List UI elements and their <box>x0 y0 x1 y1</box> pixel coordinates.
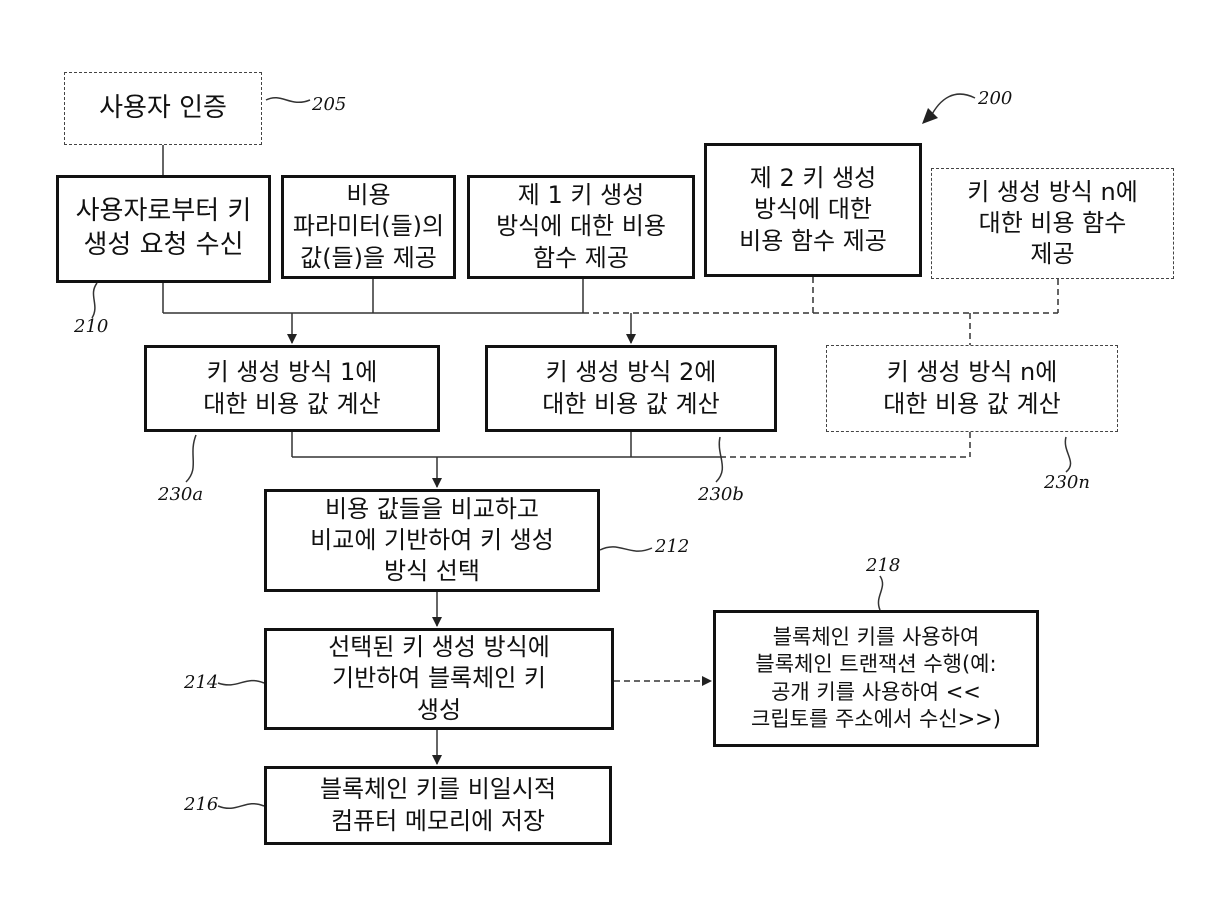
ref-230a-label: 230a <box>158 484 203 505</box>
store-key-box: 블록체인 키를 비일시적 컴퓨터 메모리에 저장 <box>264 766 612 845</box>
figure-number-label: 200 <box>978 88 1012 109</box>
perform-transaction-box: 블록체인 키를 사용하여 블록체인 트랜잭션 수행(예: 공개 키를 사용하여 … <box>713 610 1039 747</box>
ref-212-label: 212 <box>655 536 689 557</box>
ref-230b-label: 230b <box>698 484 744 505</box>
ref-216-label: 216 <box>184 794 218 815</box>
compare-select-method-box: 비용 값들을 비교하고 비교에 기반하여 키 생성 방식 선택 <box>264 489 600 592</box>
cost-function-2-box: 제 2 키 생성 방식에 대한 비용 함수 제공 <box>704 143 922 277</box>
cost-parameters-box: 비용 파라미터(들)의 값(들)을 제공 <box>281 175 456 279</box>
ref-210-label: 210 <box>74 316 108 337</box>
calc-cost-method-n-box: 키 생성 방식 n에 대한 비용 값 계산 <box>826 345 1118 432</box>
ref-214-label: 214 <box>184 672 218 693</box>
ref-218-label: 218 <box>866 555 900 576</box>
receive-key-request-box: 사용자로부터 키 생성 요청 수신 <box>56 175 271 283</box>
cost-function-n-box: 키 생성 방식 n에 대한 비용 함수 제공 <box>931 168 1174 279</box>
ref-205-label: 205 <box>312 94 346 115</box>
calc-cost-method-2-box: 키 생성 방식 2에 대한 비용 값 계산 <box>485 345 777 432</box>
cost-function-1-box: 제 1 키 생성 방식에 대한 비용 함수 제공 <box>467 175 695 279</box>
ref-230n-label: 230n <box>1044 472 1090 493</box>
generate-blockchain-key-box: 선택된 키 생성 방식에 기반하여 블록체인 키 생성 <box>264 628 614 730</box>
user-authentication-box: 사용자 인증 <box>64 72 262 145</box>
calc-cost-method-1-box: 키 생성 방식 1에 대한 비용 값 계산 <box>144 345 440 432</box>
